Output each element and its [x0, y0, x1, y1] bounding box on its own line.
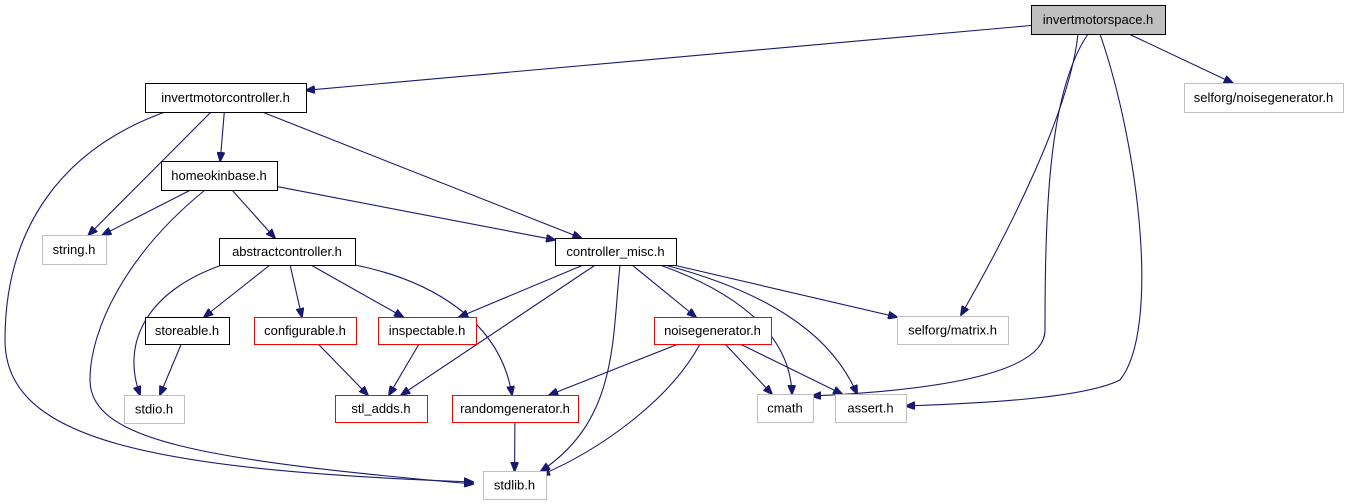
node-box	[555, 238, 677, 266]
edge-abstractcontroller-to-configurable	[289, 264, 302, 317]
node-box	[483, 471, 547, 500]
edge-homeokinbase-to-string	[102, 189, 191, 235]
node-label: controller_misc.h	[566, 244, 664, 259]
node-box	[654, 317, 772, 345]
node-label: selforg/noisegenerator.h	[1194, 90, 1333, 105]
edge-storeable-to-stdio	[160, 343, 182, 395]
node-label: abstractcontroller.h	[232, 244, 342, 259]
edge-invertmotorspace-to-selforg_noisegenerator	[1128, 33, 1233, 83]
node-selforg_matrix[interactable]: selforg/matrix.h	[897, 316, 1009, 345]
node-box	[145, 317, 230, 345]
edge-controller_misc-to-selforg_matrix	[673, 264, 898, 317]
edge-abstractcontroller-to-randomgenerator	[354, 264, 512, 395]
node-box	[124, 395, 185, 424]
edge-noisegenerator-to-assert	[739, 343, 842, 394]
node-invertmotorspace: invertmotorspace.h	[1031, 5, 1166, 35]
edge-invertmotorcontroller-to-controller_misc	[261, 111, 581, 238]
node-box	[42, 235, 107, 265]
node-noisegenerator[interactable]: noisegenerator.h	[654, 317, 772, 345]
node-box	[219, 238, 356, 266]
edge-controller_misc-to-cmath	[659, 264, 792, 394]
node-configurable[interactable]: configurable.h	[254, 317, 357, 345]
node-box	[835, 394, 907, 423]
node-box	[335, 395, 428, 423]
node-label: storeable.h	[155, 323, 219, 338]
node-label: stdlib.h	[494, 478, 535, 493]
node-string[interactable]: string.h	[42, 235, 107, 265]
node-homeokinbase[interactable]: homeokinbase.h	[161, 161, 278, 191]
node-controller_misc[interactable]: controller_misc.h	[555, 238, 677, 266]
node-label: selforg/matrix.h	[908, 323, 997, 338]
edge-invertmotorspace-to-invertmotorcontroller	[306, 24, 1032, 91]
node-label: configurable.h	[264, 323, 346, 338]
edge-invertmotorspace-to-cmath	[812, 33, 1089, 396]
node-box	[452, 395, 579, 423]
node-storeable[interactable]: storeable.h	[145, 317, 230, 345]
edge-abstractcontroller-to-inspectable	[310, 264, 403, 317]
node-cmath[interactable]: cmath	[757, 394, 814, 423]
edges-layer	[4, 24, 1233, 485]
node-box	[145, 83, 307, 113]
edge-controller_misc-to-inspectable	[459, 264, 584, 317]
edge-controller_misc-to-noisegenerator	[631, 264, 696, 317]
edge-invertmotorspace-to-selforg_matrix	[961, 33, 1079, 315]
node-invertmotorcontroller[interactable]: invertmotorcontroller.h	[145, 83, 307, 113]
node-label: cmath	[767, 401, 802, 416]
node-box	[1184, 83, 1344, 113]
node-label: noisegenerator.h	[664, 323, 761, 338]
edge-invertmotorcontroller-to-stdlib	[4, 111, 473, 482]
node-label: homeokinbase.h	[171, 168, 266, 183]
node-stdlib[interactable]: stdlib.h	[483, 471, 547, 500]
node-box	[378, 317, 477, 345]
node-stdio[interactable]: stdio.h	[124, 395, 185, 424]
node-stl_adds[interactable]: stl_adds.h	[335, 395, 428, 423]
node-box	[254, 317, 357, 345]
node-selforg_noisegenerator[interactable]: selforg/noisegenerator.h	[1184, 83, 1344, 113]
edge-homeokinbase-to-stdlib	[89, 189, 473, 484]
node-abstractcontroller[interactable]: abstractcontroller.h	[219, 238, 356, 266]
node-box	[161, 161, 278, 191]
edge-homeokinbase-to-controller_misc	[276, 186, 555, 240]
node-box	[757, 394, 814, 423]
edge-configurable-to-stl_adds	[317, 343, 368, 395]
node-label: invertmotorspace.h	[1043, 12, 1154, 27]
node-box	[897, 316, 1009, 345]
node-label: assert.h	[847, 401, 893, 416]
edge-controller_misc-to-stdlib	[541, 264, 621, 471]
edge-invertmotorspace-to-assert	[906, 33, 1143, 406]
edge-homeokinbase-to-abstractcontroller	[231, 189, 275, 238]
nodes-layer: invertmotorspace.h invertmotorcontroller.…	[42, 5, 1344, 500]
node-inspectable[interactable]: inspectable.h	[378, 317, 477, 345]
edge-invertmotorcontroller-to-string	[89, 111, 212, 235]
node-label: invertmotorcontroller.h	[161, 90, 290, 105]
edge-noisegenerator-to-stdlib	[541, 343, 701, 475]
node-assert[interactable]: assert.h	[835, 394, 907, 423]
node-label: inspectable.h	[389, 323, 466, 338]
node-label: stl_adds.h	[351, 401, 410, 416]
edge-noisegenerator-to-randomgenerator	[549, 343, 679, 395]
node-box	[1031, 5, 1166, 35]
edge-inspectable-to-stl_adds	[389, 343, 420, 395]
edge-controller_misc-to-assert	[664, 264, 857, 394]
edge-controller_misc-to-stl_adds	[401, 264, 596, 395]
edge-noisegenerator-to-cmath	[724, 343, 772, 394]
node-label: string.h	[53, 242, 96, 257]
node-label: stdio.h	[135, 402, 173, 417]
edge-invertmotorcontroller-to-homeokinbase	[220, 111, 224, 161]
edge-abstractcontroller-to-storeable	[204, 264, 271, 317]
node-label: randomgenerator.h	[460, 401, 570, 416]
node-randomgenerator[interactable]: randomgenerator.h	[452, 395, 579, 423]
